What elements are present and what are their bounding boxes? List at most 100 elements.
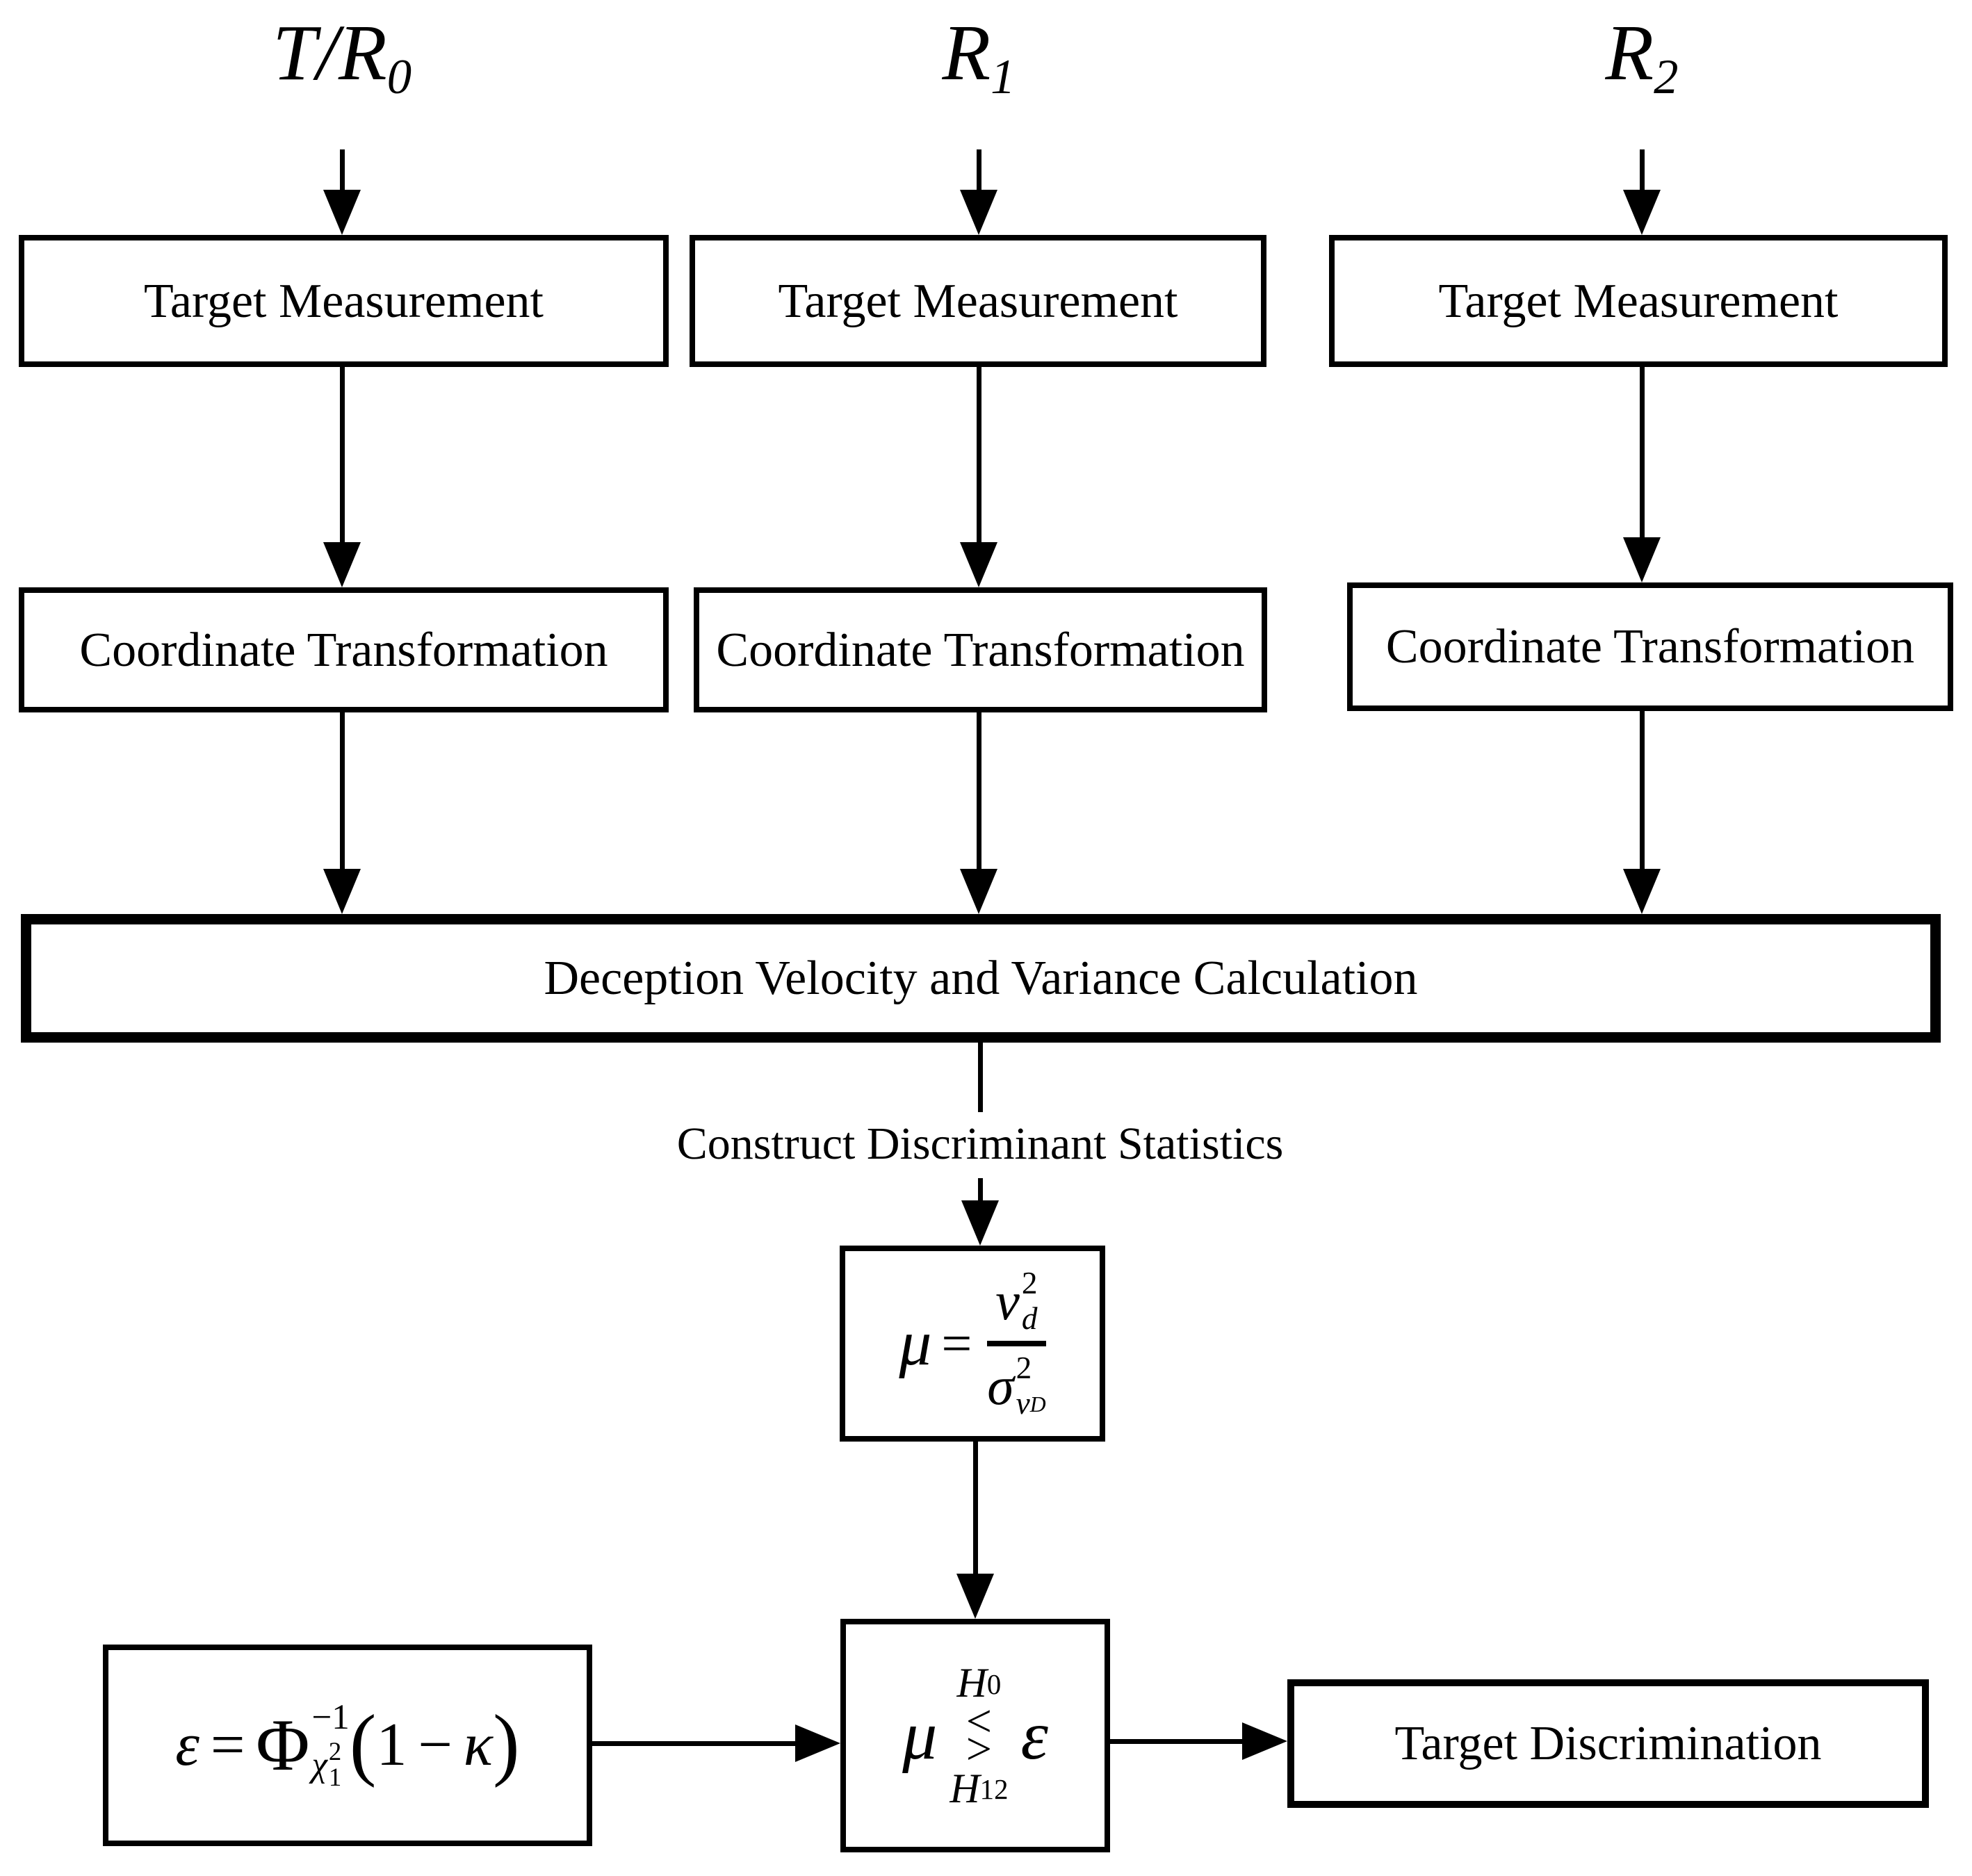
hypothesis-h0: H 0 [957,1662,1002,1704]
hypothesis-relation: H 0 < > H 12 [950,1662,1008,1809]
equals-sign: = [941,1313,972,1373]
arrow-tm2-ct2-head [1623,537,1661,582]
source-label-r1-sub: 1 [991,49,1016,104]
decision-formula: μ H 0 < > H 12 ε [902,1662,1048,1809]
sigma-superscript: 2 [1016,1351,1032,1385]
target-discrimination-box: Target Discrimination [1287,1679,1929,1808]
arrow-tm2-ct2-line [1640,367,1645,537]
source-label-tr0-sub: 0 [386,49,412,104]
arrow-ct0-calc-head [323,869,361,914]
phi-superscript: −1 [311,1697,350,1737]
hypothesis-h12: H 12 [950,1768,1008,1809]
coordinate-transformation-label-0: Coordinate Transformation [79,623,608,677]
arrow-ct2-calc-head [1623,869,1661,914]
arrow-tm0-ct0-line [340,367,345,542]
open-paren: ( [349,1698,377,1788]
kappa-symbol: κ [463,1711,493,1779]
epsilon-symbol: ε [1020,1697,1048,1774]
arrow-ct2-calc-line [1640,711,1645,869]
sigma-sub-v: v [1016,1385,1030,1421]
connector-calc-to-label-line [978,1043,983,1112]
fraction: v 2 d σ 2 v D [987,1266,1046,1421]
source-label-r1: R1 [942,7,1016,104]
sigma-symbol: σ [987,1355,1014,1416]
coordinate-transformation-box-0: Coordinate Transformation [19,587,669,712]
arrow-label-mu-line [978,1178,983,1200]
phi-scripts: −1 χ 2 1 [311,1697,350,1792]
sigma-sub-v-sub-d: D [1029,1392,1046,1417]
phi-group: Φ −1 χ 2 1 [256,1697,350,1792]
lessgtr-symbol: < > [965,1699,993,1775]
target-discrimination-label: Target Discrimination [1394,1717,1822,1770]
arrow-ct1-calc-head [960,869,997,914]
chi-subscript: 1 [328,1763,342,1792]
decision-box: μ H 0 < > H 12 ε [840,1619,1110,1852]
mu-symbol: μ [902,1697,938,1774]
threshold-box: ε = Φ −1 χ 2 1 ( 1 − κ ) [103,1645,592,1846]
arrow-src2-head [1623,190,1661,235]
source-label-r2-base: R [1605,8,1654,97]
chi-scripts: 2 1 [328,1737,342,1792]
h0-subscript: 0 [986,1668,1002,1700]
arrow-ct1-calc-line [977,712,981,869]
h12-subscript: 12 [979,1773,1009,1805]
chi-superscript: 2 [328,1737,342,1766]
coordinate-transformation-box-2: Coordinate Transformation [1347,582,1953,711]
source-label-r2-sub: 2 [1654,49,1679,104]
close-paren: ) [493,1698,520,1788]
minus-sign: − [418,1711,453,1779]
target-measurement-box-2: Target Measurement [1329,235,1948,367]
v-subscript: d [1021,1301,1038,1337]
v-symbol: v [995,1271,1020,1332]
greater-than-glyph: > [965,1724,993,1775]
epsilon-symbol: ε [175,1711,199,1779]
arrow-tm0-ct0-head [323,542,361,587]
arrow-tm1-ct1-head [960,542,997,587]
target-measurement-label-0: Target Measurement [144,274,544,328]
arrow-ct0-calc-line [340,712,345,869]
arrow-threshold-decision-head [795,1724,840,1762]
source-label-r1-base: R [942,8,991,97]
sigma-subscript-group: v D [1016,1385,1046,1421]
h12-base: H [950,1765,980,1811]
deception-velocity-variance-box: Deception Velocity and Variance Calculat… [21,914,1941,1043]
source-label-tr0: T/R0 [272,7,411,104]
arrow-threshold-decision-line [592,1741,795,1746]
arrow-mu-decision-line [973,1442,978,1574]
discriminant-formula: μ = v 2 d σ 2 v D [899,1266,1046,1421]
threshold-formula: ε = Φ −1 χ 2 1 ( 1 − κ ) [175,1697,520,1792]
equals-sign: = [210,1711,245,1779]
arrow-src1-head [960,190,997,235]
chi-group: χ 2 1 [311,1737,342,1792]
sigma-scripts: 2 v D [1016,1351,1046,1421]
arrow-decision-td-line [1110,1739,1242,1744]
arrow-tm1-ct1-line [977,367,981,542]
v-scripts: 2 d [1021,1266,1038,1337]
target-measurement-box-1: Target Measurement [690,235,1266,367]
fraction-bar [987,1341,1046,1346]
arrow-decision-td-head [1242,1722,1287,1760]
target-measurement-box-0: Target Measurement [19,235,669,367]
phi-symbol: Φ [256,1704,310,1786]
fraction-denominator: σ 2 v D [987,1351,1046,1421]
discriminant-statistic-box: μ = v 2 d σ 2 v D [840,1246,1105,1442]
arrow-src1-line [977,149,981,190]
coordinate-transformation-box-1: Coordinate Transformation [694,587,1267,712]
mu-symbol: μ [899,1307,932,1380]
arrow-label-mu-head [961,1200,999,1246]
deception-velocity-variance-label: Deception Velocity and Variance Calculat… [544,952,1418,1005]
arrow-src0-line [340,149,345,190]
v-superscript: 2 [1021,1266,1038,1301]
target-measurement-label-1: Target Measurement [778,274,1178,328]
source-label-tr0-base: T/R [272,8,387,97]
construct-discriminant-statistics-label: Construct Discriminant Statistics [676,1118,1284,1169]
arrow-src2-line [1640,149,1645,190]
one-digit: 1 [376,1711,407,1779]
coordinate-transformation-label-1: Coordinate Transformation [716,623,1245,677]
h0-base: H [956,1660,987,1706]
target-measurement-label-2: Target Measurement [1438,274,1839,328]
fraction-numerator: v 2 d [995,1266,1038,1337]
chi-symbol: χ [311,1745,327,1784]
source-label-r2: R2 [1605,7,1679,104]
